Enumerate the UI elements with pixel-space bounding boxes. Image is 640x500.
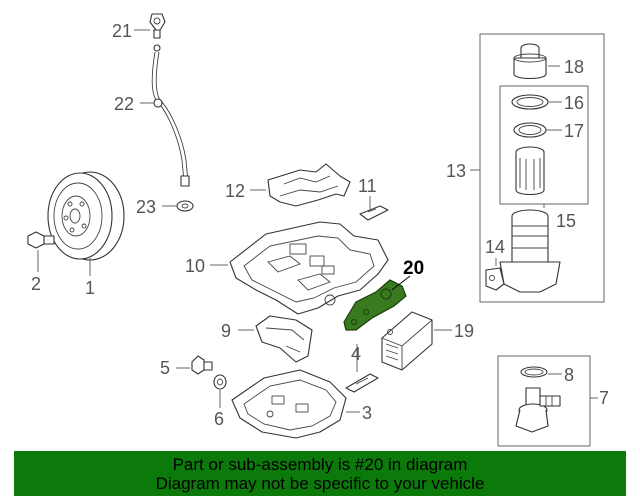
callout-21: 21 [112,21,132,41]
part-18-filter-cap[interactable] [513,43,547,80]
callout-8: 8 [564,365,574,385]
callout-11: 11 [358,176,377,196]
group-13-box [479,33,605,303]
callout-20: 20 [403,258,424,279]
part-16-o-ring[interactable] [511,94,549,110]
part-10-oil-pan-upper[interactable] [229,221,389,315]
part-9-baffle[interactable] [255,315,313,363]
part-20-highlighted[interactable] [343,279,407,331]
callout-1: 1 [85,278,95,298]
part-22-dipstick-tube[interactable] [151,44,190,187]
callout-17: 17 [564,121,584,141]
part-19-oil-cooler[interactable] [381,311,433,371]
part-11-bracket[interactable] [359,205,389,221]
oil-level-sensor[interactable] [515,387,561,433]
callout-14: 14 [485,237,505,257]
callout-23: 23 [136,197,156,217]
callout-4: 4 [351,344,361,364]
part-8-o-ring[interactable] [520,366,548,378]
callout-6: 6 [214,409,224,429]
filter-element[interactable] [515,146,545,196]
part-3-oil-pan-lower[interactable] [231,369,347,439]
callout-13: 13 [446,161,466,181]
callout-16: 16 [564,93,584,113]
part-14-filter-housing[interactable] [485,209,561,293]
callout-9: 9 [221,321,231,341]
callout-5: 5 [160,358,170,378]
part-17-seal-ring[interactable] [513,122,547,138]
part-2-bolt[interactable] [27,231,55,249]
part-1-pulley[interactable] [47,171,125,261]
part-21-dipstick-handle[interactable] [149,13,166,39]
callout-22: 22 [114,94,134,114]
callout-18: 18 [564,57,584,77]
part-4-bracket[interactable] [345,373,379,393]
banner-line-1: Part or sub-assembly is #20 in diagram [172,454,468,474]
callout-3: 3 [362,403,372,423]
callout-10: 10 [185,256,205,276]
part-5-drain-plug[interactable] [191,355,213,375]
callout-12: 12 [225,181,245,201]
callout-15: 15 [556,211,576,231]
part-12-cover-plate[interactable] [267,163,351,207]
group-7-box [497,355,591,447]
highlight-banner: Part or sub-assembly is #20 in diagram D… [14,451,626,496]
banner-line-2: Diagram may not be specific to your vehi… [155,473,485,493]
callout-7: 7 [599,388,609,408]
callout-19: 19 [454,321,474,341]
callout-2: 2 [31,274,41,294]
part-6-washer[interactable] [213,374,227,390]
part-23-washer[interactable] [176,200,194,212]
